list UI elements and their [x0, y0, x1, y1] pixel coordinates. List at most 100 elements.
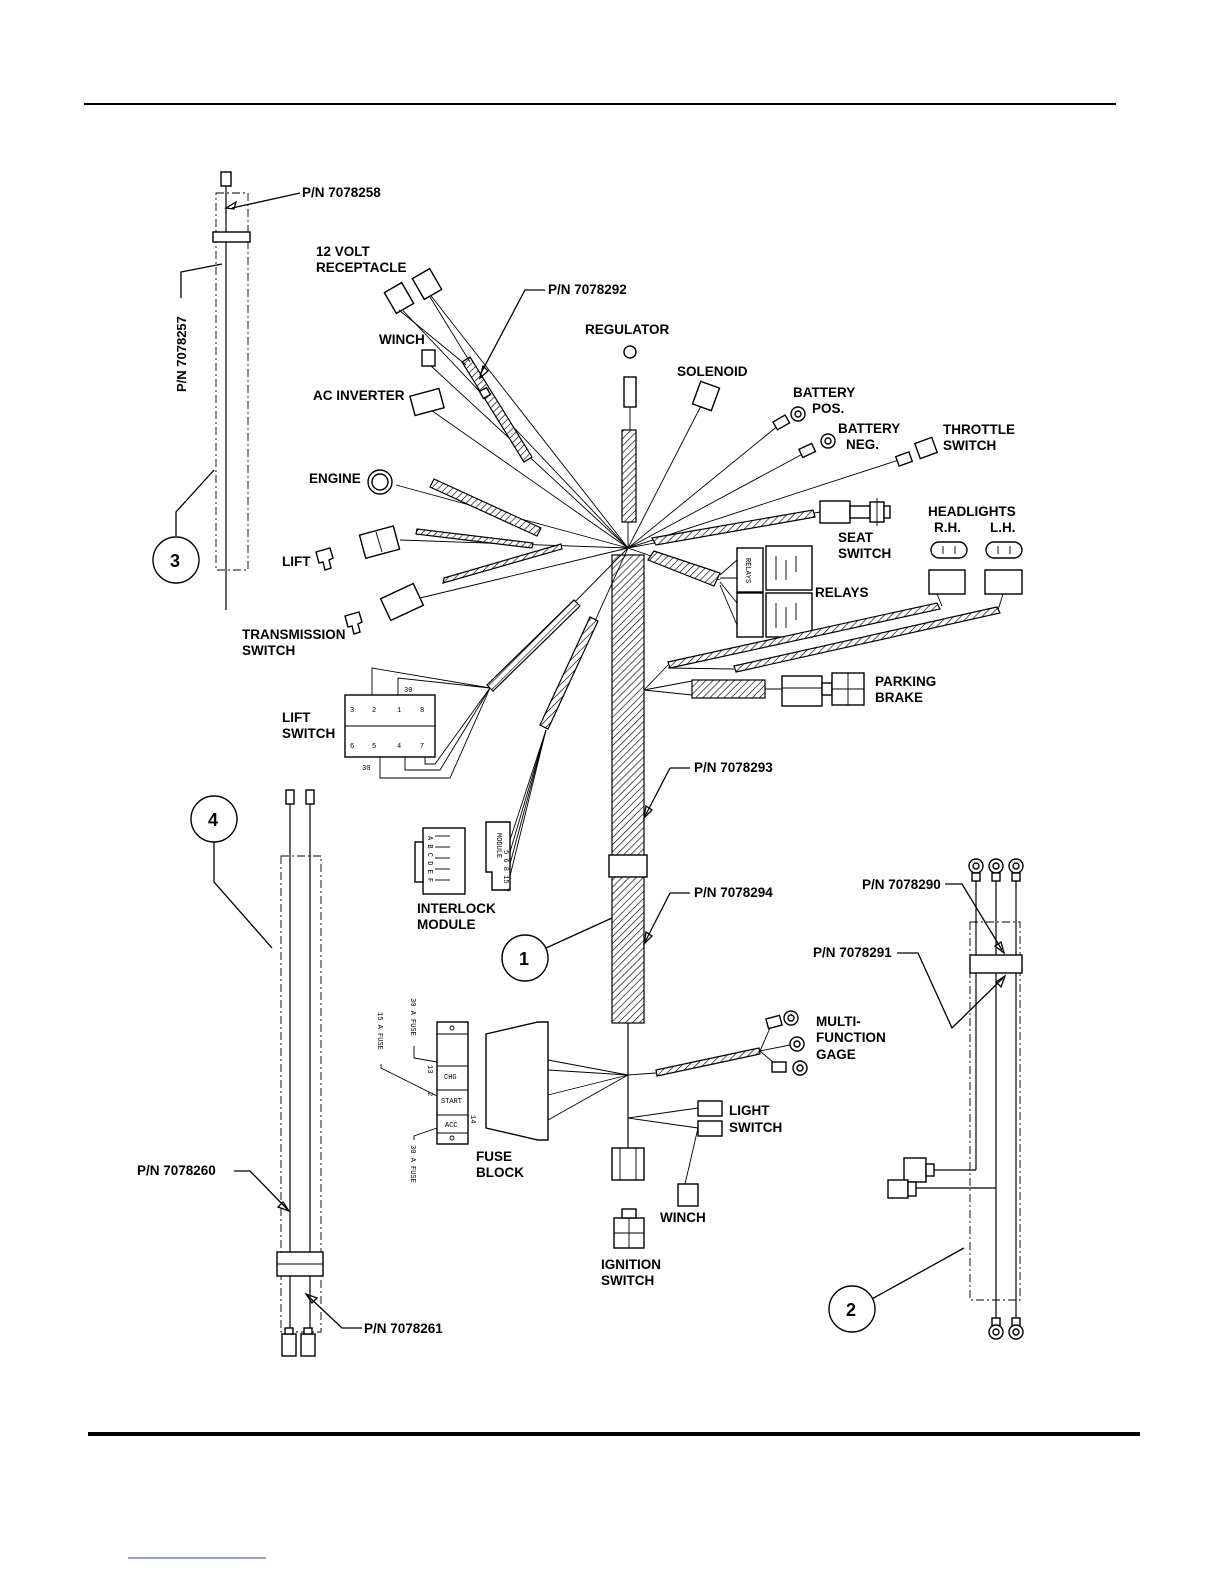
label-battery-pos-2: POS.: [812, 401, 844, 416]
svg-text:13: 13: [425, 1065, 433, 1073]
terminal-1: [281, 1333, 297, 1357]
labels: 12 VOLT RECEPTACLE P/N 7078292 WINCH REG…: [242, 244, 1016, 1288]
sleeve-band: [969, 954, 1023, 974]
label-ac-inverter: AC INVERTER: [313, 388, 405, 403]
label-interlock-1: INTERLOCK: [417, 901, 496, 916]
label-battery-pos-1: BATTERY: [793, 385, 855, 400]
pn-7078291-label: P/N 7078291: [813, 945, 892, 960]
callout-1: [501, 934, 549, 982]
solenoid-connector: [691, 380, 721, 412]
callout-3: [152, 536, 200, 584]
svg-text:30 A FUSE: 30 A FUSE: [408, 1145, 416, 1183]
label-light-1: LIGHT: [729, 1103, 770, 1118]
pn-7078290-label: P/N 7078290: [862, 877, 941, 892]
callout-2: [828, 1285, 876, 1333]
bottom-ring-terminals: [988, 1317, 1024, 1340]
ignition-switch-icon: [613, 1208, 645, 1249]
label-ignition-1: IGNITION: [601, 1257, 661, 1272]
headlight-rh-connector: [928, 569, 966, 595]
pn-7078258-label: P/N 7078258: [302, 185, 381, 200]
label-parking-2: BRAKE: [875, 690, 923, 705]
label-seat-2: SWITCH: [838, 546, 891, 561]
headlight-lh-socket: [985, 541, 1023, 559]
label-winch-top: WINCH: [379, 332, 425, 347]
trunk-band: [608, 854, 648, 878]
svg-text:14: 14: [468, 1115, 476, 1123]
label-regulator: REGULATOR: [585, 322, 670, 337]
svg-text:3: 3: [350, 707, 354, 715]
svg-text:5: 5: [372, 743, 376, 751]
label-throttle-1: THROTTLE: [943, 422, 1015, 437]
pn-7078293-label: P/N 7078293: [694, 760, 773, 775]
headlight-lh-connector: [984, 569, 1023, 595]
relays-tag: RELAYS: [743, 558, 751, 583]
callout-4-text: 4: [208, 810, 218, 830]
harness-3: P/N 7078258 P/N 7078257 3: [152, 171, 381, 610]
label-battery-neg-1: BATTERY: [838, 421, 900, 436]
callout-4: [190, 795, 238, 843]
harness-1: RELAYS: [315, 267, 1023, 1249]
pn-7078260-label: P/N 7078260: [137, 1163, 216, 1178]
label-12-volt: 12 VOLT: [316, 244, 371, 259]
svg-text:2: 2: [372, 707, 376, 715]
svg-text:30 A FUSE: 30 A FUSE: [408, 998, 416, 1036]
label-multi-1: MULTI-: [816, 1014, 861, 1029]
label-solenoid: SOLENOID: [677, 364, 748, 379]
label-lift-switch-2: SWITCH: [282, 726, 335, 741]
label-parking-1: PARKING: [875, 674, 936, 689]
callout-2-text: 2: [846, 1300, 856, 1320]
label-seat-1: SEAT: [838, 530, 874, 545]
svg-text:30: 30: [404, 687, 412, 695]
harness-4: 4 P/N 7078260 P/N 7078261: [137, 789, 443, 1357]
svg-text:ACC: ACC: [445, 1122, 458, 1130]
label-receptacle: RECEPTACLE: [316, 260, 407, 275]
svg-text:CHG: CHG: [444, 1074, 457, 1082]
svg-text:8: 8: [420, 707, 424, 715]
callout-1-text: 1: [519, 949, 529, 969]
interlock-module: A B C D E F MODULE 5 6 8 15 7: [414, 729, 547, 895]
plug-icon: [220, 171, 232, 187]
top-ring-terminals: [968, 858, 1024, 882]
label-interlock-2: MODULE: [417, 917, 476, 932]
sleeve-band: [212, 231, 251, 243]
winch-connector: [421, 349, 436, 367]
transmission-sensor-icon: [344, 611, 363, 635]
label-battery-neg-2: NEG.: [846, 437, 879, 452]
lift-switch-block: 3 2 1 8 6 5 4 7 30 30: [344, 667, 491, 779]
svg-text:15 A FUSE: 15 A FUSE: [375, 1012, 383, 1050]
main-trunk-sleeve: [611, 554, 645, 1024]
label-winch-bottom: WINCH: [660, 1210, 706, 1225]
label-multi-2: FUNCTION: [816, 1030, 886, 1045]
12v-receptacle-plug-1: [383, 281, 415, 315]
ac-inverter-connector: [409, 387, 445, 417]
label-relays: RELAYS: [815, 585, 869, 600]
svg-text:30: 30: [362, 765, 370, 773]
svg-text:A B C D E F: A B C D E F: [425, 836, 433, 882]
throttle-switch-connector: [913, 436, 939, 460]
pn-7078261-label: P/N 7078261: [364, 1321, 443, 1336]
fuse-block: CHG START ACC 13 2 14 15 A FUSE 30 A FUS…: [375, 998, 629, 1183]
12v-receptacle-plug-2: [411, 267, 443, 301]
winch-bottom-connector: [677, 1183, 699, 1207]
svg-text:7: 7: [420, 743, 424, 751]
parking-brake-connector: [781, 675, 823, 707]
terminal-2: [300, 1333, 316, 1357]
side-connector-1: [903, 1157, 927, 1183]
svg-text:MODULE: MODULE: [494, 833, 502, 858]
svg-text:1: 1: [397, 707, 401, 715]
svg-text:2: 2: [425, 1092, 433, 1096]
pn-7078294-label: P/N 7078294: [694, 885, 773, 900]
seat-switch-body: [819, 500, 851, 524]
svg-text:START: START: [441, 1098, 462, 1106]
label-lift: LIFT: [282, 554, 311, 569]
callout-3-text: 3: [170, 551, 180, 571]
label-multi-3: GAGE: [816, 1047, 856, 1062]
ignition-connector: [611, 1147, 645, 1181]
svg-text:6: 6: [350, 743, 354, 751]
label-light-2: SWITCH: [729, 1120, 782, 1135]
relays-block: RELAYS: [719, 545, 813, 638]
svg-text:5 6 8 15 7: 5 6 8 15 7: [501, 850, 509, 892]
label-headlights: HEADLIGHTS: [928, 504, 1016, 519]
lift-connector: [358, 525, 401, 560]
label-transmission-2: SWITCH: [242, 643, 295, 658]
